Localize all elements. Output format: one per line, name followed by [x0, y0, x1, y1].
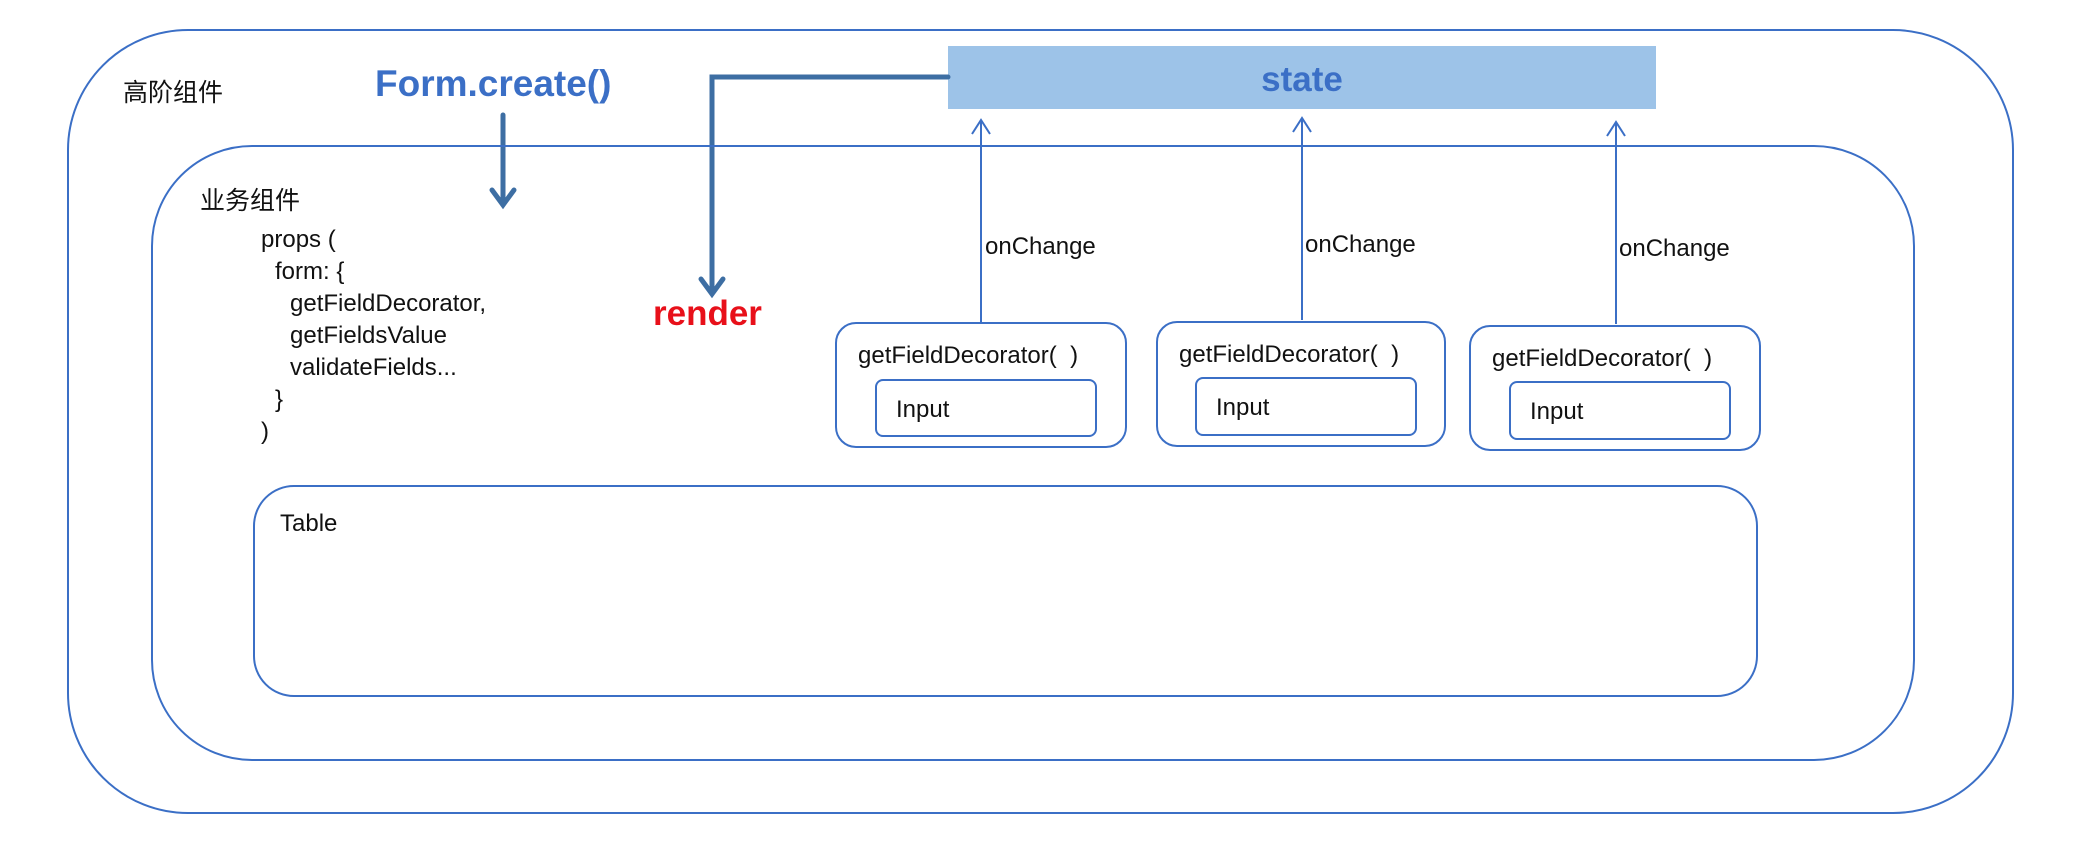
hoc-label: 高阶组件: [123, 78, 223, 107]
input-label: Input: [1216, 394, 1270, 421]
props-line: getFieldsValue: [290, 322, 447, 349]
business-component-container: [151, 145, 1915, 761]
props-line: form: {: [275, 258, 344, 285]
state-label: state: [1261, 60, 1343, 99]
table-box: [253, 485, 1758, 697]
onchange-label: onChange: [985, 233, 1096, 260]
input-box: [1509, 381, 1731, 440]
form-create-arrow: [489, 112, 517, 210]
render-label: render: [653, 294, 762, 333]
input-label: Input: [1530, 398, 1584, 425]
field-decorator-box: getFieldDecorator( ) Input: [1469, 325, 1761, 451]
table-label: Table: [280, 510, 337, 537]
render-arrow: [698, 74, 951, 299]
props-line: ): [261, 418, 269, 445]
props-line: props (: [261, 226, 336, 253]
props-line: getFieldDecorator,: [290, 290, 486, 317]
field-decorator-label: getFieldDecorator( ): [858, 342, 1078, 369]
onchange-arrow: [971, 118, 991, 322]
form-create-label: Form.create(): [375, 63, 611, 104]
input-label: Input: [896, 396, 950, 423]
onchange-label: onChange: [1305, 231, 1416, 258]
props-block: props ( form: { getFieldDecorator, getFi…: [261, 226, 486, 445]
props-line: }: [275, 386, 283, 413]
input-box: [875, 379, 1097, 437]
onchange-arrow: [1606, 120, 1626, 324]
field-decorator-box: getFieldDecorator( ) Input: [835, 322, 1127, 448]
business-component-label: 业务组件: [200, 186, 300, 215]
props-line: validateFields...: [290, 354, 457, 381]
hoc-container: [67, 29, 2014, 814]
onchange-label: onChange: [1619, 235, 1730, 262]
field-decorator-box: getFieldDecorator( ) Input: [1156, 321, 1446, 447]
field-decorator-label: getFieldDecorator( ): [1179, 341, 1399, 368]
state-box: [948, 46, 1656, 109]
field-decorator-label: getFieldDecorator( ): [1492, 345, 1712, 372]
onchange-arrow: [1292, 116, 1312, 320]
input-box: [1195, 377, 1417, 436]
